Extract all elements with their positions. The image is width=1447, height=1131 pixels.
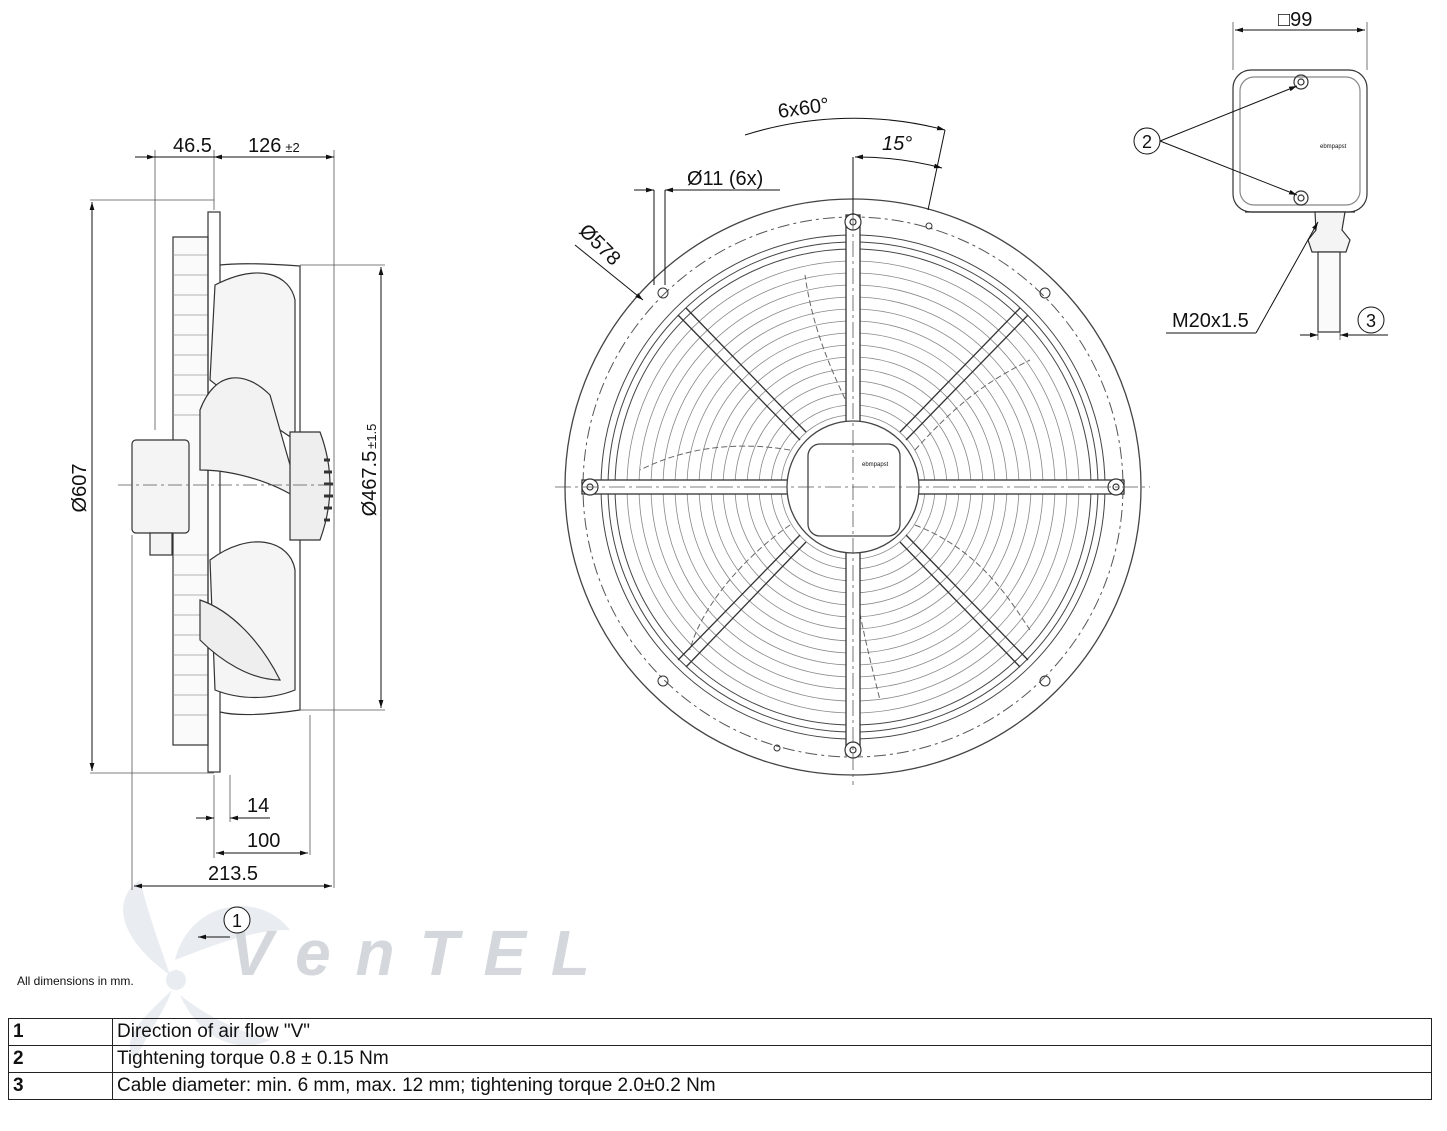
legend-table: 1 Direction of air flow "V" 2 Tightening… — [8, 1018, 1432, 1100]
dim-126: 126±2 — [248, 135, 300, 157]
terminal-brand-label: ebmpapst — [1320, 144, 1347, 150]
dim-hole-11: Ø11 (6x) — [687, 168, 763, 190]
dim-14: 14 — [247, 795, 269, 817]
fan-side-view — [90, 150, 385, 890]
units-note: All dimensions in mm. — [17, 974, 134, 988]
dim-100: 100 — [247, 830, 280, 852]
legend-text: Tightening torque 0.8 ± 0.15 Nm — [112, 1045, 1432, 1073]
table-row: 1 Direction of air flow "V" — [8, 1018, 1432, 1046]
legend-text: Direction of air flow "V" — [112, 1018, 1432, 1046]
dim-diameter-467-5: Ø467.5±1.5 — [359, 424, 381, 517]
legend-number: 3 — [8, 1072, 113, 1100]
dim-46-5: 46.5 — [173, 135, 212, 157]
svg-text:2: 2 — [1142, 132, 1152, 152]
front-brand-label: ebmpapst — [862, 462, 889, 468]
callout-1: 1 — [223, 906, 251, 934]
legend-text: Cable diameter: min. 6 mm, max. 12 mm; t… — [112, 1072, 1432, 1100]
table-row: 2 Tightening torque 0.8 ± 0.15 Nm — [8, 1045, 1432, 1073]
dim-thread-m20: M20x1.5 — [1172, 310, 1249, 332]
callout-2: 2 — [1133, 127, 1161, 155]
svg-text:3: 3 — [1366, 311, 1376, 331]
dim-angle-6x60: 6x60° — [777, 94, 831, 123]
dim-angle-15: 15° — [882, 133, 912, 155]
svg-text:1: 1 — [232, 911, 242, 931]
dim-diameter-578: Ø578 — [574, 220, 624, 270]
legend-number: 1 — [8, 1018, 113, 1046]
dim-square-99: □99 — [1278, 9, 1312, 31]
terminal-box-view — [1232, 22, 1368, 340]
table-row: 3 Cable diameter: min. 6 mm, max. 12 mm;… — [8, 1072, 1432, 1100]
side-view-dimensions — [89, 154, 384, 940]
terminal-box-dimensions — [1159, 27, 1388, 338]
legend-number: 2 — [8, 1045, 113, 1073]
fan-front-view — [555, 160, 1150, 785]
dim-213-5: 213.5 — [208, 863, 258, 885]
callout-3: 3 — [1357, 306, 1385, 334]
dim-diameter-607: Ø607 — [69, 464, 91, 513]
front-view-dimensions — [574, 117, 946, 301]
